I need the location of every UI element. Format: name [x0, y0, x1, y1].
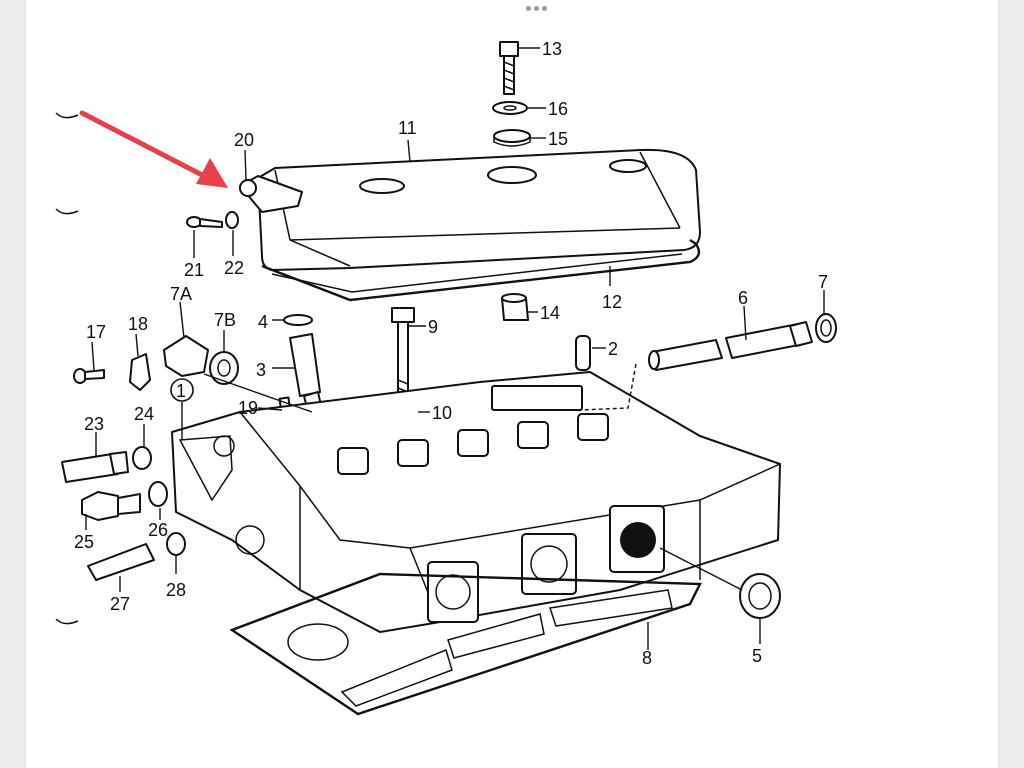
- dowel-pin: [575, 335, 591, 371]
- callout-13: 13: [542, 39, 562, 59]
- core-plug: [739, 573, 781, 619]
- callout-5: 5: [752, 646, 762, 666]
- callout-9: 9: [428, 317, 438, 337]
- callout-18: 18: [128, 314, 148, 334]
- callout-25: 25: [74, 532, 94, 552]
- callout-28: 28: [166, 580, 186, 600]
- callout-3: 3: [256, 360, 266, 380]
- callout-1: 1: [176, 381, 186, 401]
- binder-hole-marks: [55, 112, 79, 625]
- callout-23: 23: [84, 414, 104, 434]
- callout-7b: 7B: [214, 310, 236, 330]
- callout-22: 22: [224, 258, 244, 278]
- injector-sleeve: [283, 314, 323, 413]
- callout-14: 14: [540, 303, 560, 323]
- callout-15: 15: [548, 129, 568, 149]
- callout-6: 6: [738, 288, 748, 308]
- callout-27: 27: [110, 594, 130, 614]
- callout-2: 2: [608, 339, 618, 359]
- grommet: [501, 293, 529, 321]
- valve-cover: [239, 148, 701, 271]
- callout-10: 10: [432, 403, 452, 423]
- sensor-fittings: [61, 335, 295, 581]
- cylinder-head: [171, 371, 781, 633]
- coolant-tube: [648, 313, 837, 371]
- page-handle-icon[interactable]: [526, 6, 550, 12]
- callout-1-circle: [170, 378, 194, 402]
- head-gasket: [229, 572, 702, 716]
- callout-7: 7: [818, 272, 828, 292]
- leader-lines: [85, 47, 825, 650]
- callout-12: 12: [602, 292, 622, 312]
- callout-24: 24: [134, 404, 154, 424]
- callout-19: 19: [238, 398, 258, 418]
- callout-26: 26: [148, 520, 168, 540]
- callout-21: 21: [184, 260, 204, 280]
- callout-11: 11: [398, 118, 417, 138]
- callout-16: 16: [548, 99, 568, 119]
- callout-4: 4: [258, 312, 268, 332]
- cover-bolt-stack: [492, 41, 531, 147]
- callout-8: 8: [642, 648, 652, 668]
- screw-and-washer: [186, 211, 239, 229]
- callout-labels: 13 16 15 11 20 21 22 12 14 9 10 4 3 2 6 …: [74, 39, 828, 668]
- callout-17: 17: [86, 322, 106, 342]
- valve-cover-gasket: [261, 239, 701, 302]
- callout-7a: 7A: [170, 284, 192, 304]
- highlight-arrow: [79, 110, 228, 188]
- callout-20: 20: [234, 130, 254, 150]
